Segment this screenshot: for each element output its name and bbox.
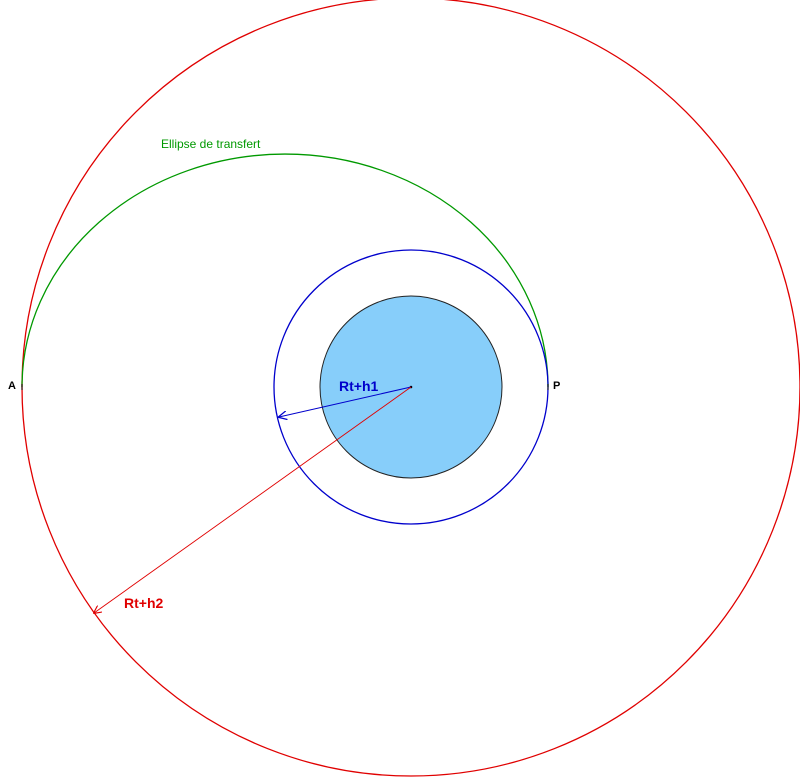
outer-radius-label: Rt+h2 — [124, 595, 164, 611]
outer-radius-arrow — [94, 386, 412, 613]
transfer-ellipse-label: Ellipse de transfert — [161, 137, 261, 151]
apoapsis-label: A — [8, 380, 16, 392]
inner-radius-arrow — [279, 386, 412, 417]
transfer-ellipse — [21, 153, 549, 388]
periapsis-label: P — [553, 380, 560, 392]
inner-radius-label: Rt+h1 — [339, 378, 379, 394]
